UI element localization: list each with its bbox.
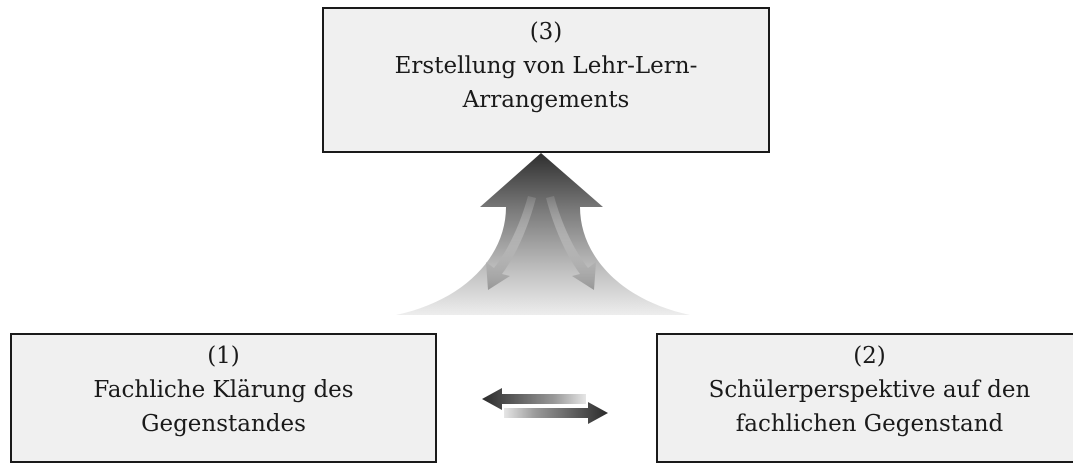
box-2-number: (2) — [853, 343, 886, 369]
box-3-line-1: Erstellung von Lehr-Lern- — [394, 53, 698, 79]
box-3-number: (3) — [529, 19, 563, 45]
box-1-line-2: Gegenstandes — [141, 411, 306, 437]
box-2-line-1: Schülerperspektive auf den — [708, 377, 1031, 403]
diagram-arrows — [396, 153, 690, 424]
bidirectional-arrow-icon — [482, 388, 608, 424]
box-1-line-1: Fachliche Klärung des — [93, 377, 354, 403]
inner-curved-arrows-icon — [486, 196, 596, 290]
box-3-line-2: Arrangements — [462, 87, 630, 113]
box-fachliche-klaerung: (1) Fachliche Klärung des Gegenstandes — [10, 333, 437, 463]
box-erstellung-lehr-lern-arrangements: (3) Erstellung von Lehr-Lern- Arrangemen… — [322, 7, 770, 153]
upward-arrow-icon — [396, 153, 690, 315]
box-2-line-2: fachlichen Gegenstand — [735, 411, 1004, 437]
box-1-number: (1) — [207, 343, 240, 369]
